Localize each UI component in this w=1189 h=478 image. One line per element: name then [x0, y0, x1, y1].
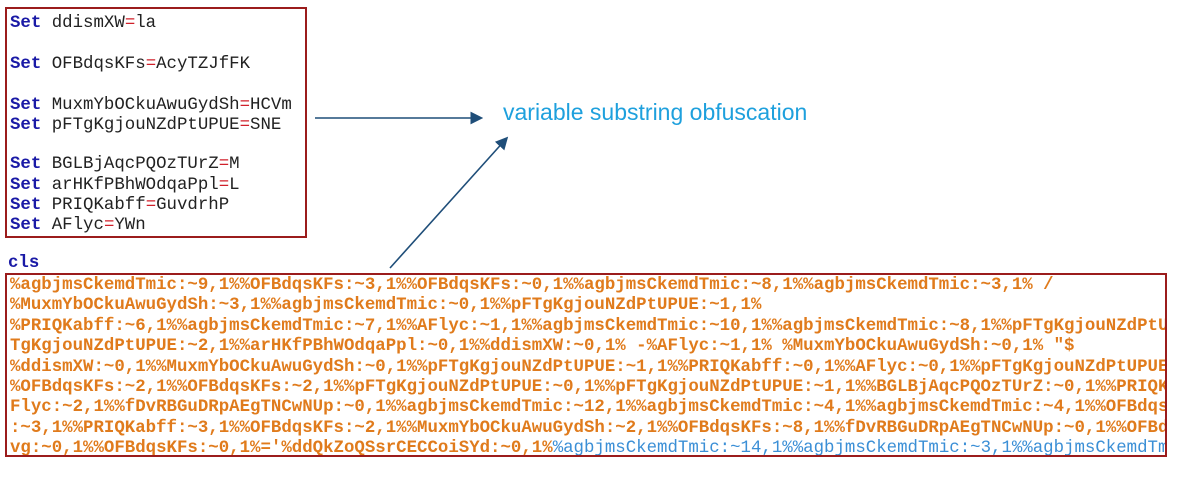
variable-name: MuxmYbOCkuAwuGydSh — [51, 96, 240, 115]
set-keyword: Set — [10, 196, 42, 215]
variable-value: AcyTZJfFK — [156, 55, 251, 74]
set-keyword: Set — [10, 176, 42, 195]
variable-name: AFlyc — [51, 216, 104, 235]
set-keyword: Set — [10, 155, 42, 174]
obfuscated-line: Flyc:~2,1%%fDvRBGuDRpAEgTNCwNUp:~0,1%%ag… — [10, 398, 1167, 418]
obfuscated-line-last: vg:~0,1%%OFBdqsKFs:~0,1%='%ddQkZoQSsrCEC… — [10, 439, 1167, 457]
equals-sign: = — [124, 14, 136, 33]
obfuscated-line: %MuxmYbOCkuAwuGydSh:~3,1%%agbjmsCkemdTmi… — [10, 296, 762, 316]
equals-sign: = — [218, 155, 230, 174]
equals-sign: = — [239, 96, 251, 115]
obfuscated-line: %PRIQKabff:~6,1%%agbjmsCkemdTmic:~7,1%%A… — [10, 316, 1167, 336]
variable-value: SNE — [250, 116, 282, 135]
set-statement: Set AFlyc=YWn — [10, 216, 146, 236]
obfuscated-text: vg:~0,1%%OFBdqsKFs:~0,1%='%ddQkZoQSsrCEC… — [10, 439, 553, 457]
variable-name: OFBdqsKFs — [51, 55, 146, 74]
variable-value: GuvdrhP — [156, 196, 230, 215]
obfuscated-line: :~3,1%%PRIQKabff:~3,1%%OFBdqsKFs:~2,1%%M… — [10, 418, 1167, 438]
variable-name: arHKfPBhWOdqaPpl — [51, 176, 219, 195]
set-statement: Set OFBdqsKFs=AcyTZJfFK — [10, 55, 250, 75]
set-statement: Set pFTgKgjouNZdPtUPUE=SNE — [10, 116, 281, 136]
obfuscated-text-highlighted: %agbjmsCkemdTmic:~14,1%%agbjmsCkemdTmic:… — [552, 439, 1167, 457]
obfuscated-line: %agbjmsCkemdTmic:~9,1%%OFBdqsKFs:~3,1%%O… — [10, 276, 1054, 295]
variable-name: pFTgKgjouNZdPtUPUE — [51, 116, 240, 135]
equals-sign: = — [239, 116, 251, 135]
obfuscated-line: %ddismXW:~0,1%%MuxmYbOCkuAwuGydSh:~0,1%%… — [10, 357, 1167, 377]
arrow-from-command — [389, 136, 509, 269]
equals-sign: = — [145, 196, 157, 215]
set-statement: Set BGLBjAqcPQOzTUrZ=M — [10, 155, 240, 175]
set-statement: Set arHKfPBhWOdqaPpl=L — [10, 176, 240, 196]
set-keyword: Set — [10, 14, 42, 33]
variable-name: BGLBjAqcPQOzTUrZ — [51, 155, 219, 174]
variable-value: YWn — [114, 216, 146, 235]
set-keyword: Set — [10, 116, 42, 135]
equals-sign: = — [145, 55, 157, 74]
variable-value: L — [229, 176, 240, 195]
equals-sign: = — [103, 216, 115, 235]
cls-command: cls — [8, 254, 40, 273]
set-statement: Set MuxmYbOCkuAwuGydSh=HCVm — [10, 96, 292, 116]
annotation-label: variable substring obfuscation — [503, 99, 808, 125]
variable-name: PRIQKabff — [51, 196, 146, 215]
set-keyword: Set — [10, 216, 42, 235]
variable-value: M — [229, 155, 240, 174]
obfuscated-line: %OFBdqsKFs:~2,1%%OFBdqsKFs:~2,1%%pFTgKgj… — [10, 378, 1167, 397]
equals-sign: = — [218, 176, 230, 195]
set-keyword: Set — [10, 96, 42, 115]
obfuscated-line: TgKgjouNZdPtUPUE:~2,1%%arHKfPBhWOdqaPpl:… — [10, 337, 1075, 357]
set-keyword: Set — [10, 55, 42, 74]
variable-name: ddismXW — [51, 14, 125, 33]
set-statement: Set ddismXW=la — [10, 14, 156, 34]
obfuscated-command-box: %agbjmsCkemdTmic:~9,1%%OFBdqsKFs:~3,1%%O… — [5, 273, 1167, 457]
variable-value: la — [135, 14, 157, 33]
variable-value: HCVm — [250, 96, 292, 115]
set-statement: Set PRIQKabff=GuvdrhP — [10, 196, 229, 216]
